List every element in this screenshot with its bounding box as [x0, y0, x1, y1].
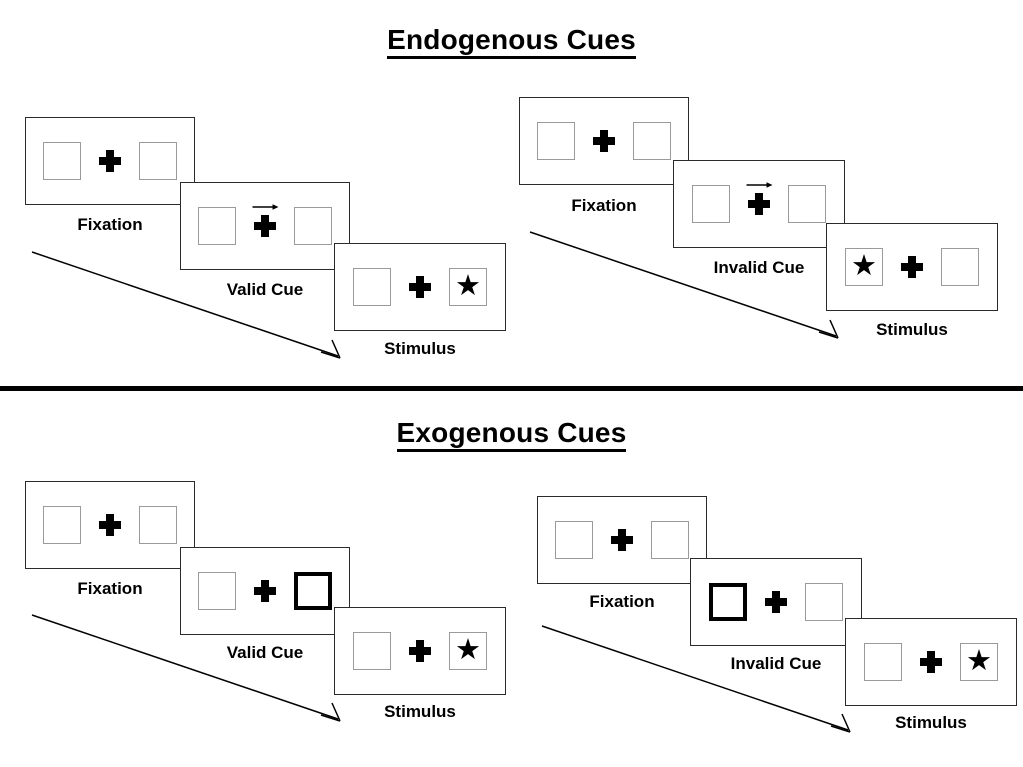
panel-endogenous-valid-fixation: [25, 117, 195, 205]
left-box: [353, 268, 391, 306]
fixation-plus-icon: [254, 580, 276, 602]
fixation-center: [607, 519, 637, 561]
time-arrow-endogenous-invalid: [528, 228, 848, 348]
fixation-plus-icon: [593, 130, 615, 152]
fixation-plus-icon: [99, 150, 121, 172]
time-arrow-exogenous-valid: [30, 611, 350, 731]
fixation-center: [250, 202, 280, 247]
panel-exogenous-valid-fixation: [25, 481, 195, 569]
fixation-plus-icon: [409, 640, 431, 662]
right-box-flashed-cue: [294, 572, 332, 610]
fixation-plus-icon: [920, 651, 942, 673]
fixation-plus-icon: [765, 591, 787, 613]
panel-label-endogenous-valid-cue: Valid Cue: [226, 280, 304, 299]
panel-exogenous-invalid-stimulus: ★: [845, 618, 1017, 706]
right-box: ★: [449, 268, 487, 306]
right-box: [139, 506, 177, 544]
left-box: ★: [845, 248, 883, 286]
fixation-plus-icon: [254, 215, 276, 237]
right-box: ★: [960, 643, 998, 681]
fixation-plus-icon: [748, 193, 770, 215]
star-icon: ★: [455, 633, 481, 666]
left-box: [43, 142, 81, 180]
star-icon: ★: [455, 269, 481, 302]
fixation-center: [897, 246, 927, 288]
fixation-plus-icon: [901, 256, 923, 278]
left-box: [537, 122, 575, 160]
right-box: ★: [449, 632, 487, 670]
panel-exogenous-valid-cue: [180, 547, 350, 635]
panel-label-endogenous-invalid-cue: Invalid Cue: [713, 258, 805, 277]
panel-label-exogenous-invalid-stimulus: Stimulus: [895, 713, 967, 732]
panel-endogenous-valid-stimulus: ★: [334, 243, 506, 331]
arrow-right-cue-icon: [252, 202, 279, 212]
panel-label-endogenous-invalid-fixation: Fixation: [571, 196, 637, 215]
star-icon: ★: [851, 249, 877, 282]
fixation-plus-icon: [409, 276, 431, 298]
panel-label-exogenous-invalid-fixation: Fixation: [589, 592, 655, 611]
right-box: [805, 583, 843, 621]
fixation-center: [761, 581, 791, 623]
panel-endogenous-invalid-stimulus: ★: [826, 223, 998, 311]
panel-label-endogenous-invalid-stimulus: Stimulus: [876, 320, 948, 339]
panel-label-exogenous-valid-stimulus: Stimulus: [384, 702, 456, 721]
fixation-center: [405, 630, 435, 672]
section-title-endogenous: Endogenous Cues: [0, 24, 1023, 59]
time-arrow-endogenous-valid: [30, 248, 350, 368]
right-box: [294, 207, 332, 245]
right-box: [788, 185, 826, 223]
arrow-right-cue-icon: [746, 180, 773, 190]
panel-exogenous-invalid-cue: [690, 558, 862, 646]
left-box: [555, 521, 593, 559]
right-box: [139, 142, 177, 180]
panel-exogenous-valid-stimulus: ★: [334, 607, 506, 695]
left-box: [353, 632, 391, 670]
right-box: [941, 248, 979, 286]
left-box: [864, 643, 902, 681]
panel-label-endogenous-valid-stimulus: Stimulus: [384, 339, 456, 358]
fixation-center: [405, 266, 435, 308]
panel-label-exogenous-valid-cue: Valid Cue: [226, 643, 304, 662]
right-box: [633, 122, 671, 160]
fixation-center: [589, 120, 619, 162]
section-title-exogenous-text: Exogenous Cues: [396, 417, 627, 452]
fixation-plus-icon: [611, 529, 633, 551]
panel-label-exogenous-invalid-cue: Invalid Cue: [730, 654, 822, 673]
section-title-exogenous: Exogenous Cues: [0, 417, 1023, 452]
fixation-center: [744, 180, 774, 225]
star-icon: ★: [966, 644, 992, 677]
time-arrow-exogenous-invalid: [540, 622, 860, 742]
fixation-center: [916, 641, 946, 683]
section-title-endogenous-text: Endogenous Cues: [387, 24, 636, 59]
fixation-center: [250, 570, 280, 612]
left-box: [43, 506, 81, 544]
panel-endogenous-valid-cue: [180, 182, 350, 270]
panel-endogenous-invalid-fixation: [519, 97, 689, 185]
panel-endogenous-invalid-cue: [673, 160, 845, 248]
panel-label-exogenous-valid-fixation: Fixation: [77, 579, 143, 598]
right-box: [651, 521, 689, 559]
left-box: [692, 185, 730, 223]
panel-label-endogenous-valid-fixation: Fixation: [77, 215, 143, 234]
left-box: [198, 207, 236, 245]
fixation-center: [95, 140, 125, 182]
left-box-flashed-cue: [709, 583, 747, 621]
section-divider: [0, 386, 1023, 391]
left-box: [198, 572, 236, 610]
fixation-plus-icon: [99, 514, 121, 536]
panel-exogenous-invalid-fixation: [537, 496, 707, 584]
fixation-center: [95, 504, 125, 546]
